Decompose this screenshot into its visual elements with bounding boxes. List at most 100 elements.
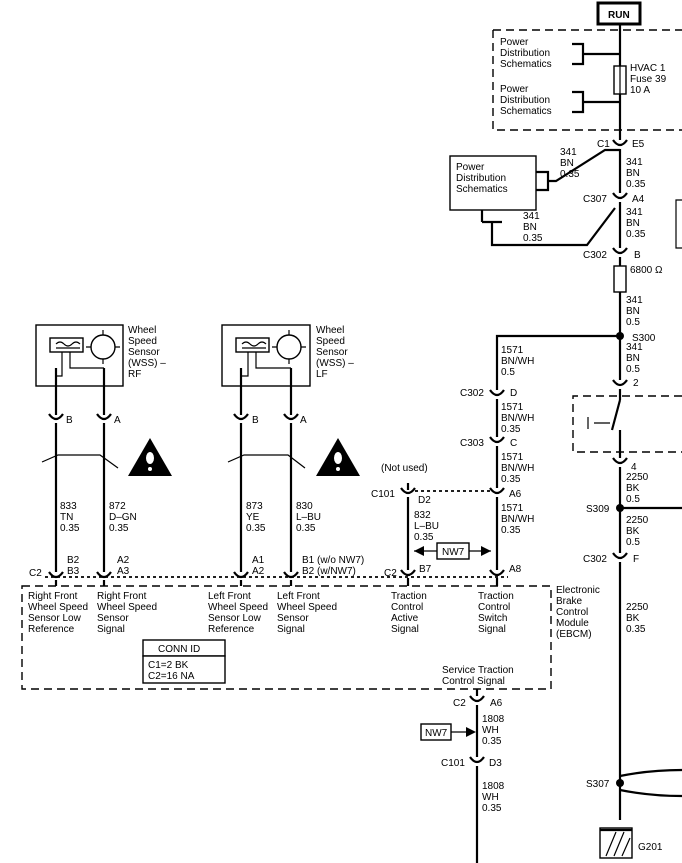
wire-1571-a [495,334,620,390]
svg-text:Reference: Reference [208,624,255,635]
svg-text:Sensor Low: Sensor Low [208,613,262,624]
svg-text:C302: C302 [583,554,607,565]
svg-text:341: 341 [626,157,643,168]
svg-text:Distribution: Distribution [500,48,550,59]
connector-c2-a6 [469,695,485,703]
switch-boundary [572,395,682,453]
svg-text:0.35: 0.35 [501,424,521,435]
svg-text:C302: C302 [460,388,484,399]
svg-text:Speed: Speed [316,336,345,347]
svg-text:Sensor: Sensor [316,347,348,358]
connector-c302-f [612,552,628,560]
svg-text:A3: A3 [117,566,130,577]
wire-1571-label-a: 1571 BN/WH 0.5 [501,345,534,378]
svg-text:0.5: 0.5 [626,317,640,328]
wire-341-a [548,148,620,183]
switch-contact [610,399,622,431]
svg-text:A: A [300,415,307,426]
wire-341-label-a: 341 BN 0.35 [560,147,580,180]
svg-text:Right Front: Right Front [28,591,78,602]
svg-text:S300: S300 [632,333,656,344]
svg-text:Control Signal: Control Signal [442,676,505,687]
svg-text:S309: S309 [586,504,610,515]
svg-text:(WSS) –: (WSS) – [128,358,166,369]
svg-text:0.35: 0.35 [414,532,434,543]
svg-text:341: 341 [560,147,577,158]
pin-a2-a3 [96,571,112,579]
wire-833-label: 833 TN 0.35 [60,501,80,534]
svg-text:B: B [66,415,73,426]
svg-text:BN: BN [626,353,640,364]
svg-text:B2: B2 [67,555,80,566]
svg-text:0.35: 0.35 [523,233,543,244]
svg-text:830: 830 [296,501,313,512]
svg-text:0.35: 0.35 [482,803,502,814]
svg-text:Sensor: Sensor [128,347,160,358]
svg-text:C1: C1 [597,139,610,150]
svg-text:A6: A6 [490,698,503,709]
wire-341-label-c: 341 BN 0.35 [523,211,543,244]
connector-rf-a [96,413,112,421]
signal-service-tc: Service Traction Control Signal [442,665,514,687]
svg-text:C2: C2 [29,568,42,579]
ebcm-boundary [21,585,552,690]
svg-text:BN/WH: BN/WH [501,514,534,525]
signal-lf-low-ref: Left Front Wheel Speed Sensor Low Refere… [208,591,268,635]
svg-text:0.35: 0.35 [482,736,502,747]
pds-label-3: Power Distribution Schematics [456,162,508,195]
ebcm-label: Electronic Brake Control Module (EBCM) [556,585,600,640]
svg-text:1571: 1571 [501,345,524,356]
signal-tc-switch: Traction Control Switch Signal [478,591,514,635]
svg-text:341: 341 [626,207,643,218]
svg-text:(WSS) –: (WSS) – [316,358,354,369]
svg-text:Schematics: Schematics [500,106,552,117]
svg-text:Electronic: Electronic [556,585,600,596]
wire-341-label-d: 341 BN 0.35 [626,207,646,240]
svg-text:RF: RF [128,369,141,380]
not-used-label: (Not used) [381,463,428,474]
svg-text:Power: Power [500,84,529,95]
signal-lf: Left Front Wheel Speed Sensor Signal [277,591,337,635]
svg-text:0.35: 0.35 [60,523,80,534]
svg-text:Wheel: Wheel [316,325,344,336]
signal-tc-active: Traction Control Active Signal [391,591,427,635]
svg-text:Sensor Low: Sensor Low [28,613,82,624]
svg-text:Power: Power [456,162,485,173]
svg-text:A6: A6 [509,489,522,500]
svg-text:1571: 1571 [501,402,524,413]
fuse-label: HVAC 1 Fuse 39 10 A [630,63,667,96]
connector-pin-4 [612,457,628,465]
svg-text:BN/WH: BN/WH [501,463,534,474]
svg-text:Speed: Speed [128,336,157,347]
pds-bracket-1 [572,42,620,66]
resistor-label: 6800 Ω [630,265,663,276]
wire-2250-label-b: 2250 BK 0.5 [626,515,649,548]
splice-s307 [616,779,624,787]
connector-c303-c [489,436,505,444]
svg-text:Left Front: Left Front [277,591,320,602]
wire-2250-label-a: 2250 BK 0.5 [626,472,649,505]
svg-text:WH: WH [482,725,499,736]
svg-text:D: D [510,388,517,399]
svg-text:B: B [634,250,641,261]
svg-text:Signal: Signal [277,624,305,635]
svg-text:0.35: 0.35 [501,525,521,536]
connector-c302-b [612,247,628,255]
svg-text:0.5: 0.5 [626,537,640,548]
svg-text:B3: B3 [67,566,80,577]
svg-text:873: 873 [246,501,263,512]
svg-text:0.35: 0.35 [626,624,646,635]
svg-text:BN/WH: BN/WH [501,413,534,424]
wire-1808-label-b: 1808 WH 0.35 [482,781,505,814]
svg-text:Brake: Brake [556,596,583,607]
svg-text:HVAC 1: HVAC 1 [630,63,666,74]
svg-text:C1=2 BK: C1=2 BK [148,660,189,671]
svg-text:A8: A8 [509,564,522,575]
wire-341-c [480,207,616,247]
svg-text:TN: TN [60,512,73,523]
svg-text:WH: WH [482,792,499,803]
svg-text:0.5: 0.5 [626,494,640,505]
svg-text:1571: 1571 [501,503,524,514]
svg-text:A2: A2 [252,566,265,577]
